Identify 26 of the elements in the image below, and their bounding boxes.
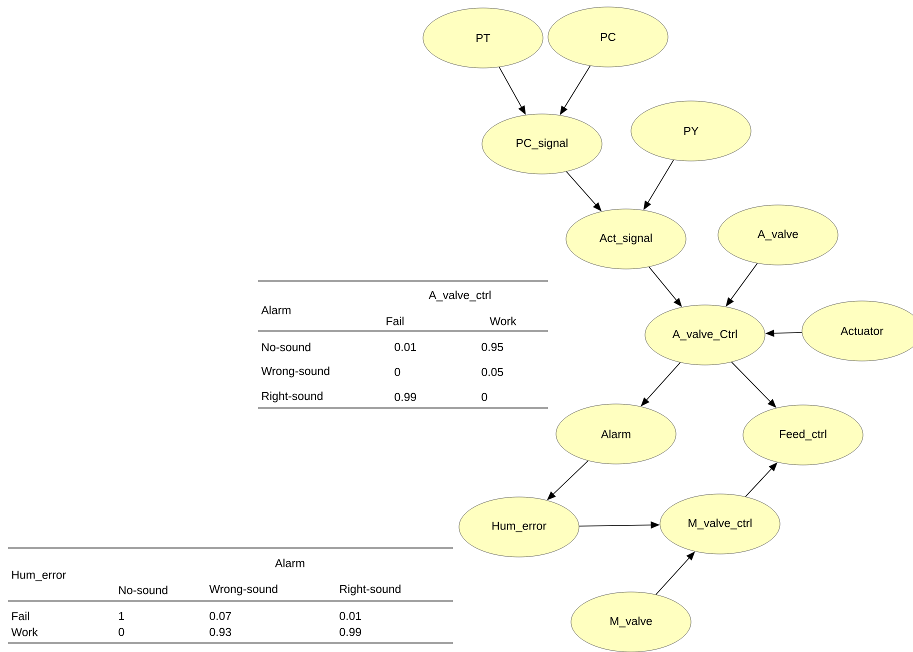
table-cell: No-sound [119, 586, 168, 594]
table-cell: Wrong-sound [209, 584, 278, 596]
table-cell: 0.01 [394, 342, 416, 352]
table-cell: Hum_error [12, 570, 66, 582]
table-cell: Alarm [275, 558, 304, 568]
table-cell: 0.05 [482, 368, 504, 376]
table-cell: Alarm [261, 306, 290, 314]
table-cell: 0.99 [394, 392, 416, 402]
table-cell: A_valve_ctrl [428, 290, 491, 302]
table-cell: 0.01 [340, 612, 362, 620]
table-cell: 0.95 [482, 342, 504, 352]
table-cell: No-sound [262, 342, 310, 352]
table-cell: Work [490, 316, 516, 326]
table-cell: 1 [119, 612, 124, 620]
table-cell: Fail [386, 316, 404, 326]
table-cell: 0.93 [210, 628, 232, 636]
table-cell: Right-sound [262, 392, 322, 402]
table-cell: 0.99 [340, 628, 362, 636]
table-cell: 0 [394, 368, 400, 376]
table-cell: Work [11, 628, 38, 636]
table-cell: 0.07 [210, 612, 231, 620]
table-cell: 0 [482, 392, 488, 402]
table-cell: Wrong-sound [261, 366, 330, 378]
table-cell: 0 [118, 628, 124, 636]
table-cell: Fail [12, 612, 29, 620]
table-cell: Right-sound [340, 584, 400, 596]
